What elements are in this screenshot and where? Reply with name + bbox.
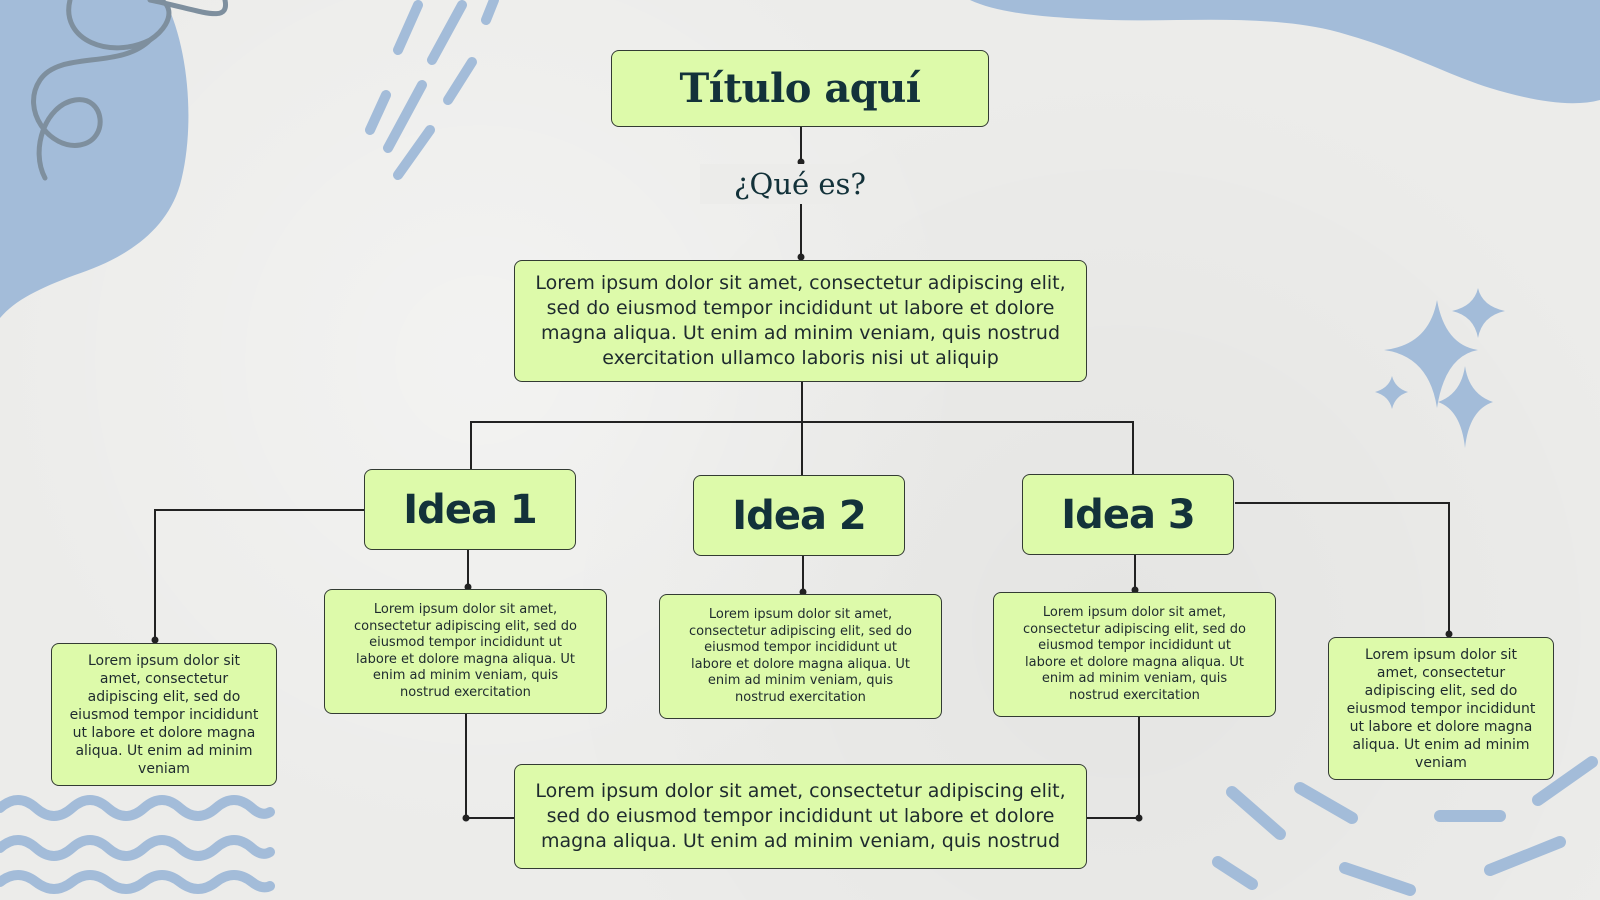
side-right-text: Lorem ipsum dolor sit amet, consectetur …	[1346, 646, 1536, 771]
conclusion-text: Lorem ipsum dolor sit amet, consectetur …	[535, 780, 1066, 852]
idea-2-label: Idea 2	[732, 492, 866, 539]
idea-3-text: Lorem ipsum dolor sit amet, consectetur …	[1023, 605, 1246, 703]
conclusion-box: Lorem ipsum dolor sit amet, consectetur …	[514, 764, 1087, 869]
idea-1-text-box: Lorem ipsum dolor sit amet, consectetur …	[324, 589, 607, 714]
connector-idea1-conclusion	[465, 714, 515, 819]
side-left-text: Lorem ipsum dolor sit amet, consectetur …	[69, 652, 259, 777]
definition-text: Lorem ipsum dolor sit amet, consectetur …	[535, 272, 1066, 369]
dash-strokes-bottom	[1212, 756, 1598, 896]
idea-1-box: Idea 1	[364, 469, 576, 550]
page-title: Título aquí	[679, 65, 921, 112]
connector-dot	[1445, 630, 1453, 638]
blob-shape-top-left	[0, 0, 189, 318]
connector-idea3-conclusion	[1086, 716, 1140, 819]
idea-2-text: Lorem ipsum dolor sit amet, consectetur …	[689, 607, 912, 705]
connector-dot	[1131, 586, 1139, 594]
scribble-swirl	[31, 0, 228, 181]
blob-shape-top-right	[970, 0, 1600, 104]
question-label: ¿Qué es?	[700, 164, 900, 204]
idea-1-text: Lorem ipsum dolor sit amet, consectetur …	[354, 602, 577, 700]
side-left-box: Lorem ipsum dolor sit amet, consectetur …	[51, 643, 277, 786]
connector-dot	[1135, 814, 1143, 822]
wave-lines	[0, 795, 275, 894]
connector-branch-top	[470, 421, 1134, 474]
connector-dot	[464, 583, 472, 591]
idea-3-text-box: Lorem ipsum dolor sit amet, consectetur …	[993, 592, 1276, 717]
connector-dot	[797, 158, 805, 166]
connector-dot	[799, 588, 807, 596]
idea-3-label: Idea 3	[1061, 491, 1195, 538]
connector-dot	[797, 253, 805, 261]
dash-strokes-top	[365, 0, 499, 180]
idea-2-text-box: Lorem ipsum dolor sit amet, consectetur …	[659, 594, 942, 719]
connector-dot	[462, 814, 470, 822]
sparkle-icon	[1375, 288, 1505, 448]
idea-1-label: Idea 1	[403, 486, 537, 533]
side-right-box: Lorem ipsum dolor sit amet, consectetur …	[1328, 637, 1554, 780]
connector-dot	[151, 636, 159, 644]
idea-2-box: Idea 2	[693, 475, 905, 556]
idea-3-box: Idea 3	[1022, 474, 1234, 555]
connector-idea3-side-right	[1235, 502, 1450, 634]
definition-box: Lorem ipsum dolor sit amet, consectetur …	[514, 260, 1087, 382]
connector-idea1-side-left	[154, 509, 364, 640]
title-box: Título aquí	[611, 50, 989, 127]
